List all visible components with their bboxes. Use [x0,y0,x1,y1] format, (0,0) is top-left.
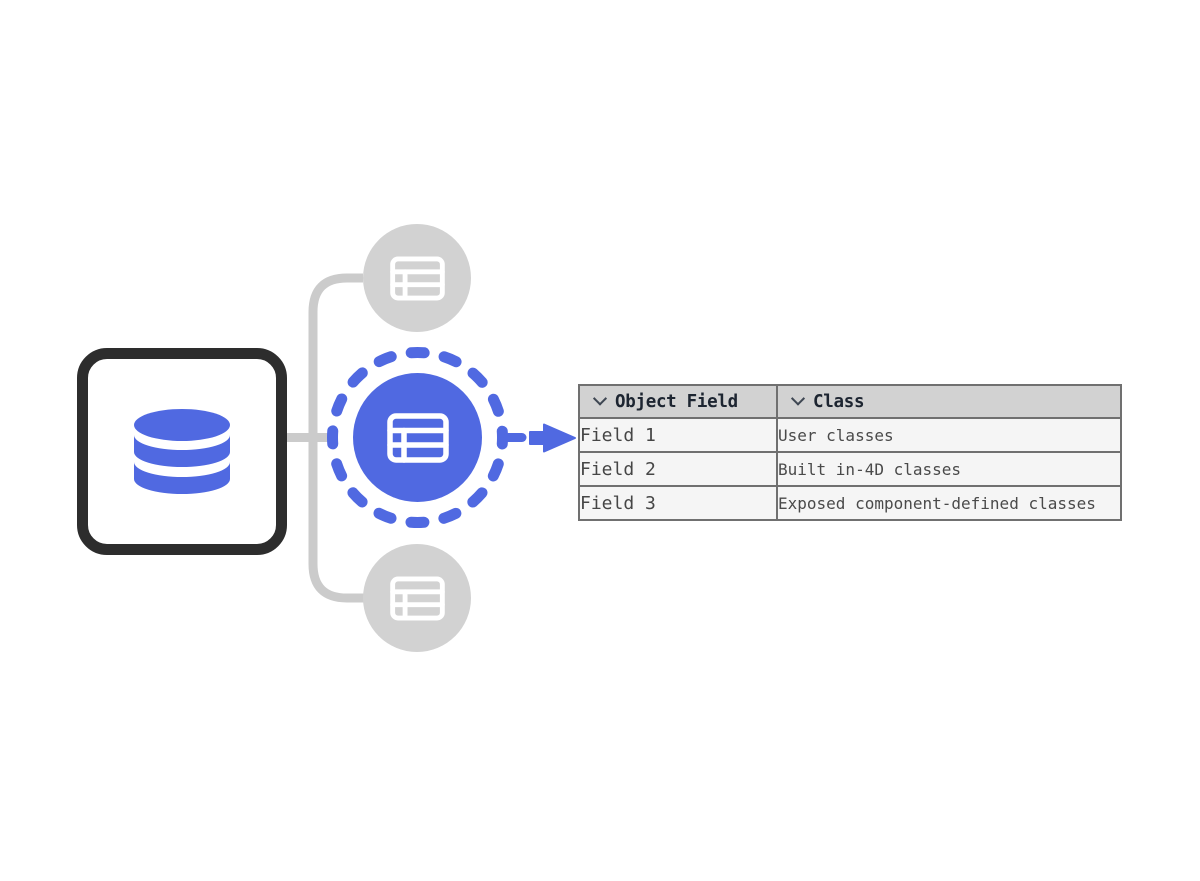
node-bottom-table[interactable] [363,544,471,652]
table-icon [389,576,445,620]
arrow-right-icon [529,423,576,453]
column-label: Class [813,391,865,412]
table-header-row: Object Field Class [578,384,1122,419]
class-cell: User classes [776,417,1122,453]
table-row: Field 1 User classes [578,417,1122,453]
database-box [77,348,287,555]
column-label: Object Field [615,391,738,412]
class-cell: Exposed component-defined classes [776,485,1122,521]
table-icon [386,412,449,463]
table-row: Field 2 Built in-4D classes [578,451,1122,487]
field-cell: Field 3 [578,485,778,521]
node-top-table[interactable] [363,224,471,332]
database-icon [134,408,230,494]
field-cell: Field 2 [578,451,778,487]
field-cell: Field 1 [578,417,778,453]
chevron-down-icon [592,391,608,406]
chevron-down-icon [790,391,806,406]
column-header-class[interactable]: Class [776,384,1122,419]
class-cell: Built in-4D classes [776,451,1122,487]
selection-ring [327,347,527,528]
table-row: Field 3 Exposed component-defined classe… [578,485,1122,521]
node-selected-table[interactable] [353,373,482,502]
fields-table: Object Field Class Field 1 User classes … [578,384,1122,521]
table-icon [389,256,445,300]
column-header-object-field[interactable]: Object Field [578,384,778,419]
